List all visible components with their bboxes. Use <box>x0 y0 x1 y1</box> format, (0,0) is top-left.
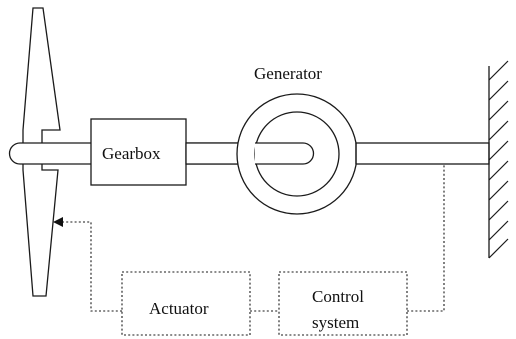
generator-label: Generator <box>254 64 322 83</box>
generator-shaft-end <box>255 142 315 165</box>
gearbox-box <box>90 118 187 186</box>
wall-hatching <box>488 60 509 259</box>
generator-output-shaft <box>355 142 490 165</box>
actuator-box <box>121 271 251 336</box>
control-system-box <box>278 271 408 336</box>
control-to-shaft-line <box>407 164 445 312</box>
blade-pitch-arrowhead <box>53 217 63 227</box>
actuator-to-blade-line <box>62 221 122 312</box>
control-system-label-line2: system <box>312 313 359 332</box>
gearbox-label: Gearbox <box>102 144 161 163</box>
actuator-label: Actuator <box>149 299 209 318</box>
control-system-label-line1: Control <box>312 287 364 306</box>
